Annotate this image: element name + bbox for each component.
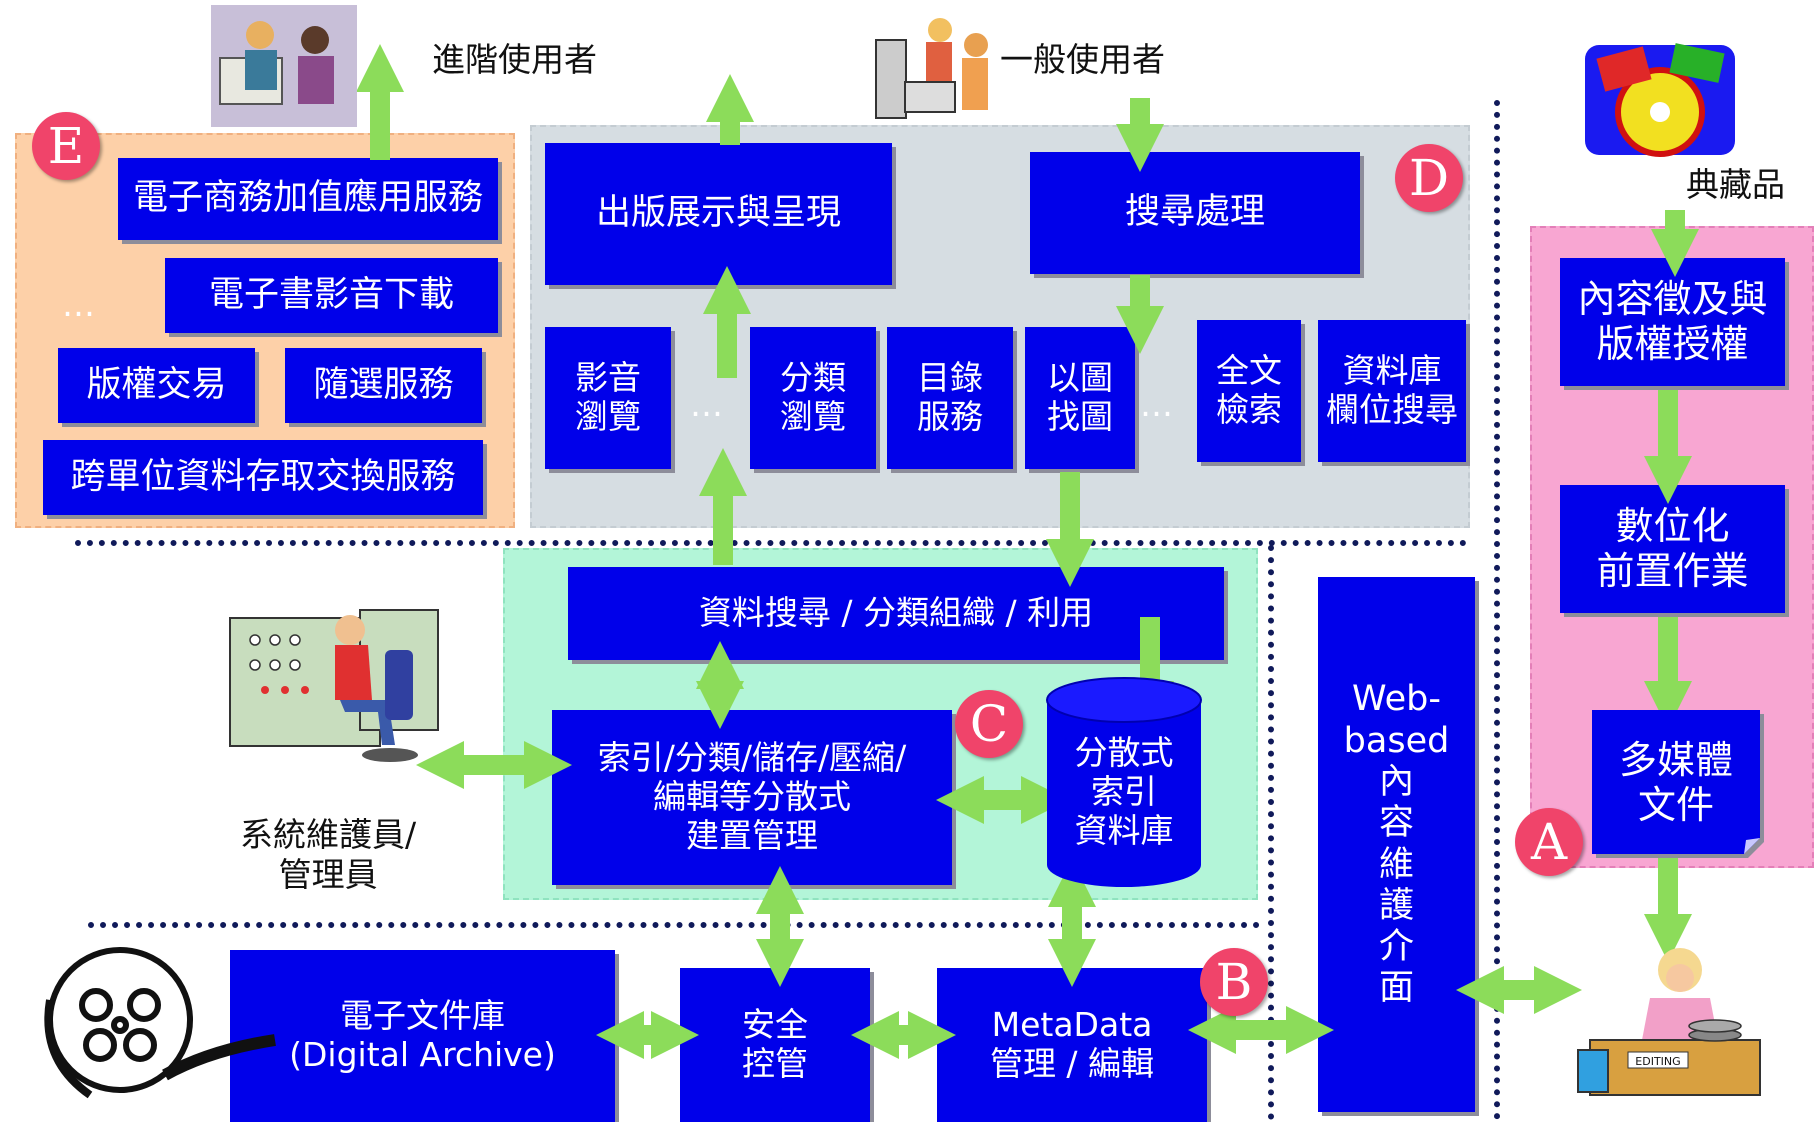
general-users-clipart — [875, 18, 988, 119]
digitization-prep-box: 數位化 前置作業 — [1560, 485, 1785, 613]
badge-b: B — [1200, 948, 1268, 1016]
divider-bottom — [88, 922, 1260, 928]
publish-display-box: 出版展示與呈現 — [545, 143, 892, 285]
search-organize-use-box: 資料搜尋 / 分類組織 / 利用 — [568, 567, 1224, 660]
ecommerce-service-box: 電子商務加值應用服務 — [118, 158, 498, 240]
divider-middle — [1268, 545, 1274, 1120]
collection-clipart — [1585, 43, 1735, 157]
cross-unit-exchange-box: 跨單位資料存取交換服務 — [43, 440, 483, 515]
metadata-management-box: MetaData 管理 / 編輯 — [937, 968, 1207, 1122]
database-cylinder-icon — [1046, 677, 1202, 887]
av-browse-box: 影音 瀏覽 — [545, 327, 671, 469]
web-maintenance-interface-box: Web- based 內 容 維 護 介 面 — [1318, 577, 1475, 1112]
ebook-download-box: 電子書影音下載 — [165, 258, 498, 333]
security-control-box: 安全 控管 — [680, 968, 870, 1122]
on-demand-box: 隨選服務 — [285, 348, 482, 423]
admin-label: 系統維護員/ 管理員 — [240, 815, 417, 894]
editor-clipart: EDITING — [1577, 948, 1761, 1096]
multimedia-document-label: 多媒體 文件 — [1618, 737, 1733, 827]
index-management-box: 索引/分類/儲存/壓縮/ 編輯等分散式 建置管理 — [552, 710, 952, 885]
badge-c: C — [955, 690, 1023, 758]
digital-archive-box: 電子文件庫 (Digital Archive) — [230, 950, 615, 1122]
copyright-trade-box: 版權交易 — [58, 348, 255, 423]
advanced-users-label: 進階使用者 — [432, 40, 597, 79]
db-field-search-box: 資料庫 欄位搜尋 — [1318, 320, 1466, 462]
film-reel-clipart — [44, 947, 276, 1099]
ellipsis-e: … — [62, 285, 95, 324]
catalog-service-box: 目錄 服務 — [887, 327, 1013, 469]
search-processing-box: 搜尋處理 — [1030, 152, 1360, 274]
svg-text:EDITING: EDITING — [1635, 1055, 1680, 1068]
multimedia-document-shape — [1592, 710, 1760, 854]
fulltext-search-box: 全文 檢索 — [1197, 320, 1301, 462]
admin-clipart — [229, 609, 439, 762]
ellipsis-d2: … — [1140, 385, 1173, 424]
category-browse-box: 分類 瀏覽 — [750, 327, 876, 469]
divider-top — [75, 540, 1467, 546]
content-acquisition-box: 內容徵及與 版權授權 — [1560, 258, 1785, 386]
advanced-users-clipart — [211, 5, 357, 127]
collection-label: 典藏品 — [1686, 165, 1785, 204]
divider-right — [1494, 100, 1500, 1120]
distributed-index-db-label: 分散式 索引 資料庫 — [1074, 733, 1174, 850]
badge-e: E — [32, 112, 100, 180]
general-users-label: 一般使用者 — [1000, 40, 1165, 79]
badge-a: A — [1515, 808, 1583, 876]
badge-d: D — [1395, 144, 1463, 212]
ellipsis-d1: … — [690, 385, 723, 424]
